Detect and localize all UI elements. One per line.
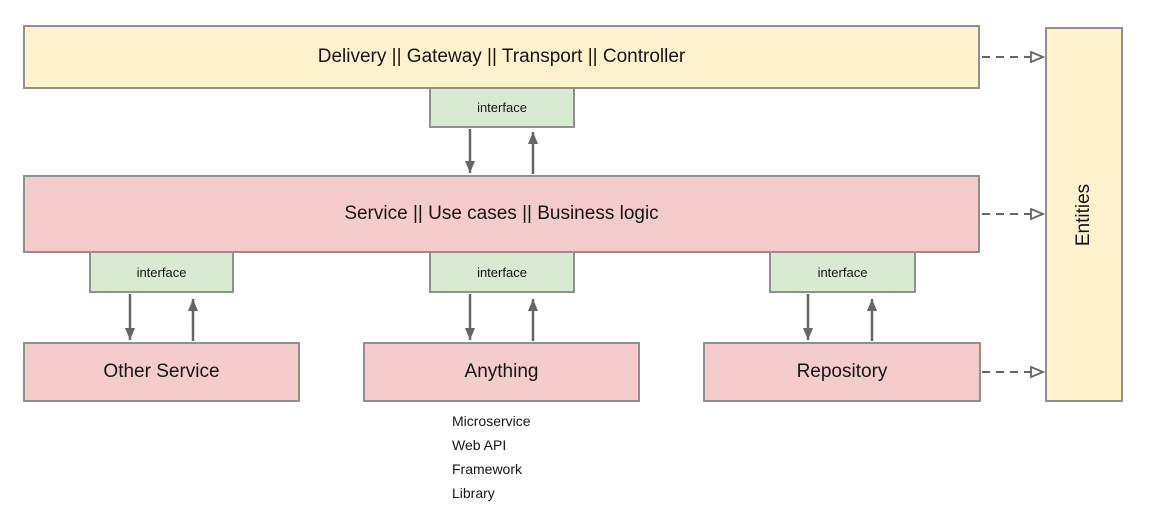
dashed-arrows-to-entities: [982, 57, 1043, 372]
arrow-pair-middle: [465, 294, 538, 341]
arrow-pair-left: [125, 294, 198, 341]
example-item: Framework: [452, 461, 523, 477]
interface-label: interface: [817, 264, 868, 280]
interface-box-left: interface: [89, 251, 234, 293]
delivery-layer-label: Delivery || Gateway || Transport || Cont…: [317, 46, 686, 67]
arrow-pair-top: [465, 129, 538, 174]
arrow-pair-right: [803, 294, 877, 341]
service-layer-box: Service || Use cases || Business logic: [23, 175, 980, 253]
interface-box-top: interface: [429, 87, 575, 128]
example-item: Library: [452, 485, 495, 501]
anything-label: Anything: [464, 361, 539, 382]
interface-label: interface: [477, 264, 527, 280]
other-service-box: Other Service: [23, 342, 300, 402]
repository-label: Repository: [796, 361, 888, 382]
interface-box-right: interface: [769, 251, 916, 293]
anything-examples-list: Microservice Web API Framework Library: [452, 409, 531, 505]
example-item: Microservice: [452, 413, 531, 429]
delivery-layer-box: Delivery || Gateway || Transport || Cont…: [23, 25, 980, 89]
interface-box-middle: interface: [429, 251, 575, 293]
interface-label: interface: [477, 100, 527, 115]
repository-box: Repository: [703, 342, 981, 402]
interface-label: interface: [136, 264, 187, 280]
anything-box: Anything: [363, 342, 640, 402]
entities-box: Entities: [1045, 27, 1123, 402]
example-item: Web API: [452, 437, 507, 453]
entities-label: Entities: [1073, 183, 1094, 246]
service-layer-label: Service || Use cases || Business logic: [344, 203, 659, 224]
other-service-label: Other Service: [103, 361, 220, 382]
